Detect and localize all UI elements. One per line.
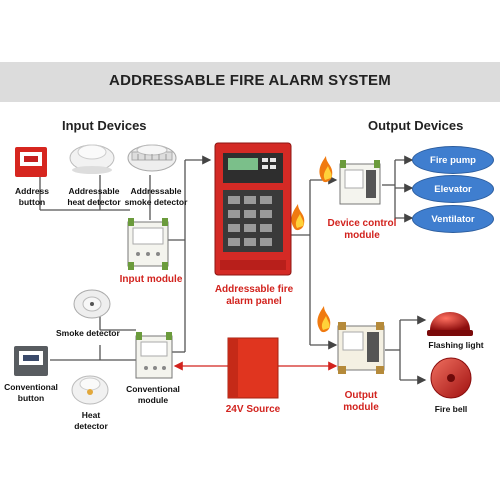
smoke-detector-device [127,144,177,172]
address-button-device [15,147,47,177]
title-banner [0,62,500,102]
input-module-label: Input module [119,274,183,285]
panel-label: Addressable fire alarm panel [214,284,294,307]
fire-bell-label: Fire bell [434,404,468,414]
input-module-device [127,218,169,270]
output-module-device [337,322,385,374]
device-control-module-label: Device control module [327,218,397,241]
elevator-pill: Elevator [412,175,494,203]
conventional-module-label: Conventional module [126,384,180,405]
heat-detector-label: Addressable heat detector [67,186,121,207]
conventional-module-device [135,332,173,379]
input-devices-heading: Input Devices [62,118,147,133]
heat-detector-conv-label: Heat detector [74,410,108,431]
fire-bell-device [430,357,472,399]
output-devices-heading: Output Devices [368,118,464,133]
conventional-button-label: Conventional button [4,382,58,403]
power-source-device [227,337,279,399]
flashing-light-label: Flashing light [428,340,484,350]
device-control-module-device [339,160,381,205]
flashing-light-device [427,312,473,336]
smoke-detector-conv-label: Smoke detector [56,328,120,338]
heat-detector-conv-device [71,375,109,405]
fire-alarm-panel-device [214,142,292,276]
output-module-label: Output module [343,390,379,413]
ventilator-pill: Ventilator [412,205,494,233]
smoke-detector-label: Addressable smoke detector [124,186,188,207]
flame-icons [291,156,333,333]
address-button-label: Address button [14,186,49,207]
heat-detector-device [69,144,115,174]
fire-pump-pill: Fire pump [412,146,494,174]
source-label: 24V Source [225,404,281,415]
conventional-button-device [14,346,48,376]
smoke-detector-conv-device [73,289,111,319]
page-title: ADDRESSABLE FIRE ALARM SYSTEM [109,72,391,89]
